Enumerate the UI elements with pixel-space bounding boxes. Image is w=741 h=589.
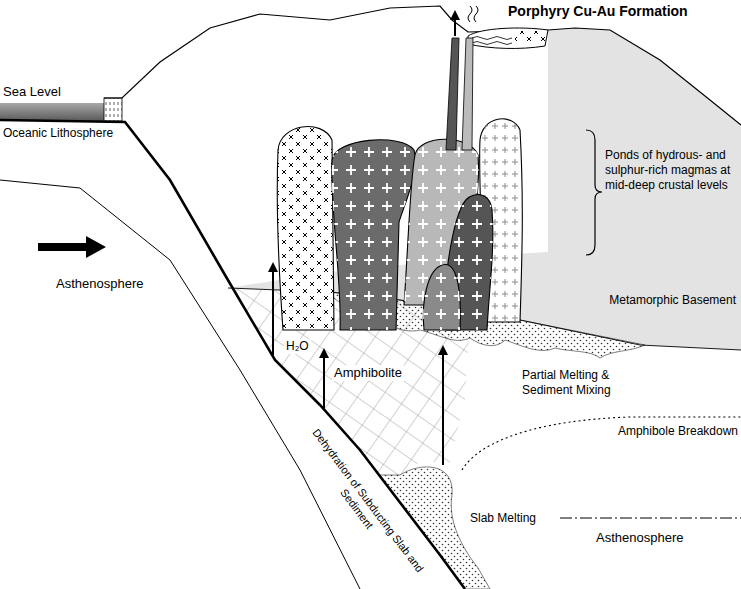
- water-arrow: [323, 350, 325, 408]
- trench-fill: [104, 98, 122, 121]
- water-label: H₂O: [284, 339, 311, 354]
- intrusion-pattern: [423, 264, 460, 330]
- magma-ponds-note: Ponds of hydrous- and sulphur-rich magma…: [603, 148, 738, 193]
- asthenosphere-label: Asthenosphere: [56, 276, 143, 292]
- intrusion-pattern: [332, 140, 416, 330]
- sea-level-label: Sea Level: [3, 84, 61, 100]
- amphibolite-label: Amphibolite: [332, 365, 404, 381]
- asthenosphere-label: Asthenosphere: [596, 530, 683, 546]
- basement-shading: [228, 28, 741, 350]
- sea-water: [0, 103, 104, 121]
- intrusion: [332, 140, 416, 330]
- basement-label: Metamorphic Basement: [607, 293, 738, 308]
- surface-outline: [104, 6, 741, 125]
- intrusion: [423, 264, 460, 330]
- water-arrow: [272, 264, 274, 356]
- magma-conduit: [462, 38, 473, 150]
- volcanic-cover: [468, 28, 548, 48]
- amphibole-breakdown-line: [462, 417, 741, 470]
- slab-top: [0, 120, 465, 589]
- asthenosphere-boundary: [560, 518, 741, 519]
- magma-conduit: [446, 38, 459, 150]
- curly-bracket: [586, 130, 602, 255]
- melt-arrow: [442, 347, 444, 465]
- convergence-arrow: [38, 236, 106, 258]
- intrusion-pattern: [277, 127, 334, 330]
- amphibole-breakdown-label: Amphibole Breakdown: [618, 424, 738, 439]
- strata-lines: [472, 37, 512, 45]
- lithosphere-label: Oceanic Lithosphere: [3, 126, 113, 141]
- partial-melting-label: Partial Melting & Sediment Mixing: [522, 368, 642, 398]
- volcanic-cover-pattern: [515, 31, 546, 44]
- slab-melting-label: Slab Melting: [470, 511, 536, 526]
- magma-bodies: [277, 119, 522, 330]
- fluid-arrow: [454, 12, 456, 36]
- formation-label: Porphyry Cu-Au Formation: [508, 3, 688, 21]
- intrusion: [277, 127, 334, 330]
- steam-squiggle: [468, 6, 478, 22]
